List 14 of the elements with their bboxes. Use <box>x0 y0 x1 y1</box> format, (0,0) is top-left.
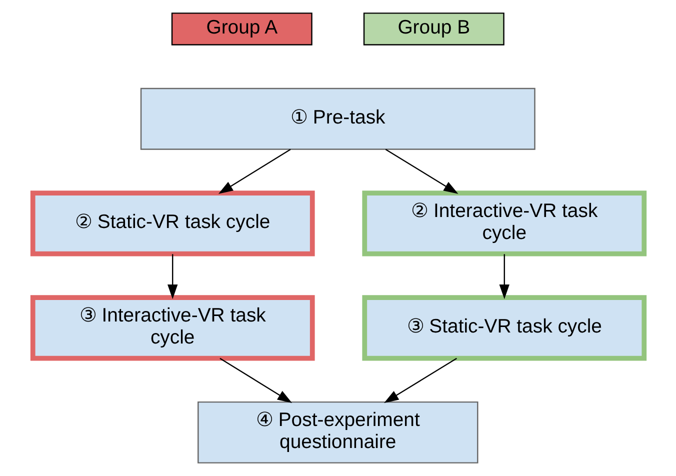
node-box: ② Static-VR task cycle <box>30 190 314 256</box>
arrow <box>167 254 178 300</box>
node-box: ④ Post-experiment questionnaire <box>197 401 478 464</box>
arrow <box>218 148 290 194</box>
node-box: Group B <box>362 12 504 46</box>
arrow <box>498 254 509 300</box>
arrow <box>384 148 458 194</box>
node-box: Group A <box>170 12 312 46</box>
node-box: ① Pre-task <box>140 88 535 150</box>
node-box: ③ Interactive-VR task cycle <box>30 295 314 361</box>
node-box: ② Interactive-VR task cycle <box>362 190 646 256</box>
arrow <box>384 358 456 403</box>
arrow <box>219 358 292 403</box>
node-box: ③ Static-VR task cycle <box>362 295 646 361</box>
